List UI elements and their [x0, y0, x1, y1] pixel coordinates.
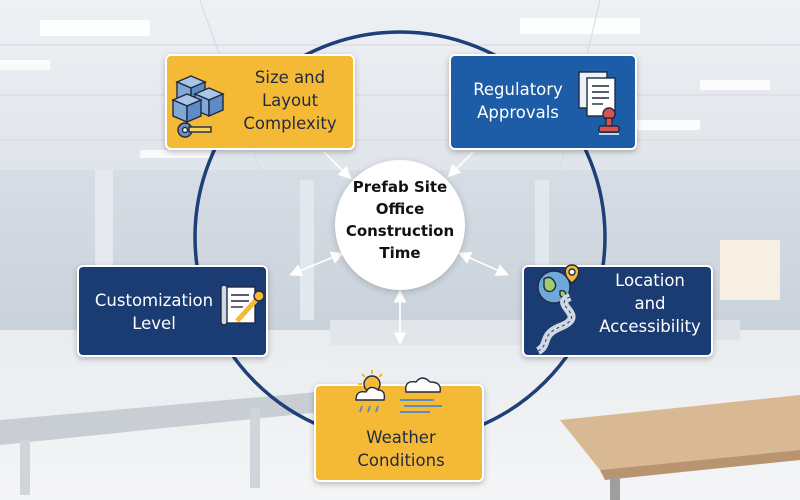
factor-label-line: Regulatory [473, 80, 563, 99]
weather-icon [355, 370, 442, 413]
factor-label-line: Accessibility [599, 317, 701, 336]
factor-label-line: Conditions [357, 451, 445, 470]
factor-label-regulatory: Regulatory Approvals [459, 78, 577, 124]
arrow-size-to-center [323, 151, 352, 180]
factor-label-weather: Weather Conditions [326, 426, 476, 472]
factor-box-regulatory: Regulatory Approvals [449, 54, 637, 150]
factor-label-line: Level [132, 314, 176, 333]
arrow-location-center [458, 252, 509, 276]
factor-box-weather: Weather Conditions [314, 370, 484, 482]
factor-box-size: Size and Layout Complexity [165, 54, 355, 150]
factor-label-line: Complexity [243, 114, 337, 133]
arrow-regulatory-to-center [447, 151, 474, 178]
factor-label-customization: Customization Level [83, 289, 225, 335]
factor-label-line: Layout [261, 91, 319, 110]
modules-measure-icon [171, 75, 225, 138]
factor-label-line: Customization [94, 291, 214, 310]
globe-road-pin-icon [535, 264, 580, 355]
factor-label-size: Size and Layout Complexity [227, 66, 353, 135]
factor-label-line: and [634, 294, 666, 313]
factor-label-line: Weather [366, 428, 436, 447]
factor-box-customization: Customization Level [77, 265, 268, 357]
center-title-line: Time [379, 244, 421, 262]
factor-label-location: Location and Accessibility [590, 269, 710, 338]
factor-box-location: Location and Accessibility [522, 264, 713, 357]
arrow-customization-center [289, 251, 344, 277]
factor-label-line: Approvals [477, 103, 559, 122]
center-circle [335, 160, 465, 290]
documents-stamp-icon [578, 71, 620, 135]
factor-label-line: Size and [254, 68, 326, 87]
center-title-line: Construction [345, 222, 455, 240]
center-title: Prefab Site Office Construction Time [335, 176, 465, 264]
factor-label-line: Location [615, 271, 685, 290]
center-title-line: Prefab Site [352, 178, 448, 196]
center-title-line: Office [375, 200, 425, 218]
blueprint-wrench-icon [220, 284, 265, 326]
